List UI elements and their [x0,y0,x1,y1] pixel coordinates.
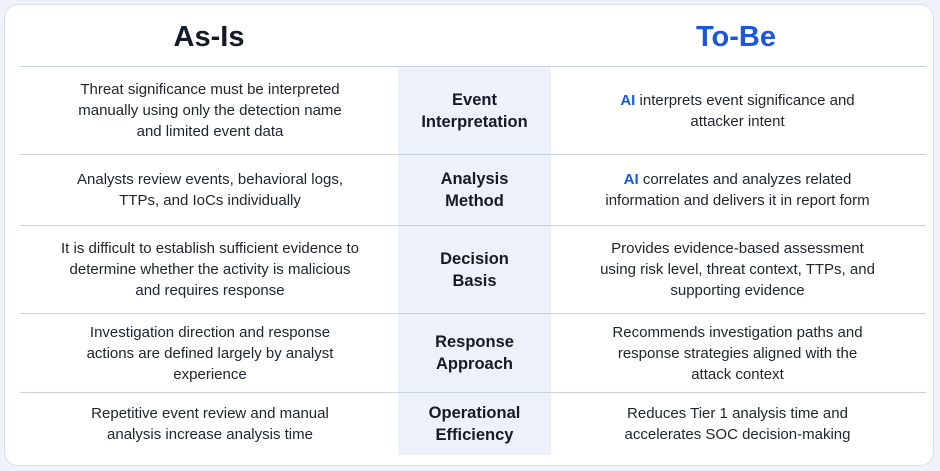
category-cell: Decision Basis [440,249,509,290]
as-is-heading: As-Is [173,21,245,53]
to-be-cell: Reduces Tier 1 analysis time and acceler… [624,405,851,443]
category-cell: Analysis Method [440,170,509,210]
divider [20,392,926,393]
comparison-card: As-Is To-Be Threat significance must be … [4,4,934,466]
table-row: Analysts review events, behavioral logs,… [5,155,933,225]
ai-keyword: AI [623,171,639,188]
category-column-band [398,67,551,455]
to-be-heading: To-Be [695,21,776,53]
ai-keyword: AI [620,91,636,109]
table-row: It is difficult to establish sufficient … [5,226,933,313]
divider [20,225,926,226]
category-cell: Operational Efficiency [428,404,521,444]
to-be-cell: AI correlates and analyzes related infor… [605,171,870,209]
divider [20,154,926,155]
as-is-cell: Repetitive event review and manual analy… [91,405,329,443]
as-is-cell: Threat significance must be interpreted … [78,81,342,140]
divider [20,313,926,314]
category-cell: Event Interpretation [421,90,528,131]
table-row: Investigation direction and response act… [5,314,933,392]
table-row: Threat significance must be interpreted … [5,67,933,154]
table-header: As-Is To-Be [5,5,933,67]
to-be-cell: AI interprets event significance and att… [620,91,855,130]
table-row: Repetitive event review and manual analy… [5,393,933,455]
as-is-cell: It is difficult to establish sufficient … [61,240,359,299]
to-be-cell: Provides evidence-based assessment using… [600,240,875,299]
divider [20,66,926,67]
as-is-cell: Analysts review events, behavioral logs,… [77,171,343,209]
to-be-cell: Recommends investigation paths and respo… [612,323,863,383]
as-is-cell: Investigation direction and response act… [86,323,334,383]
category-cell: Response Approach [435,333,514,373]
